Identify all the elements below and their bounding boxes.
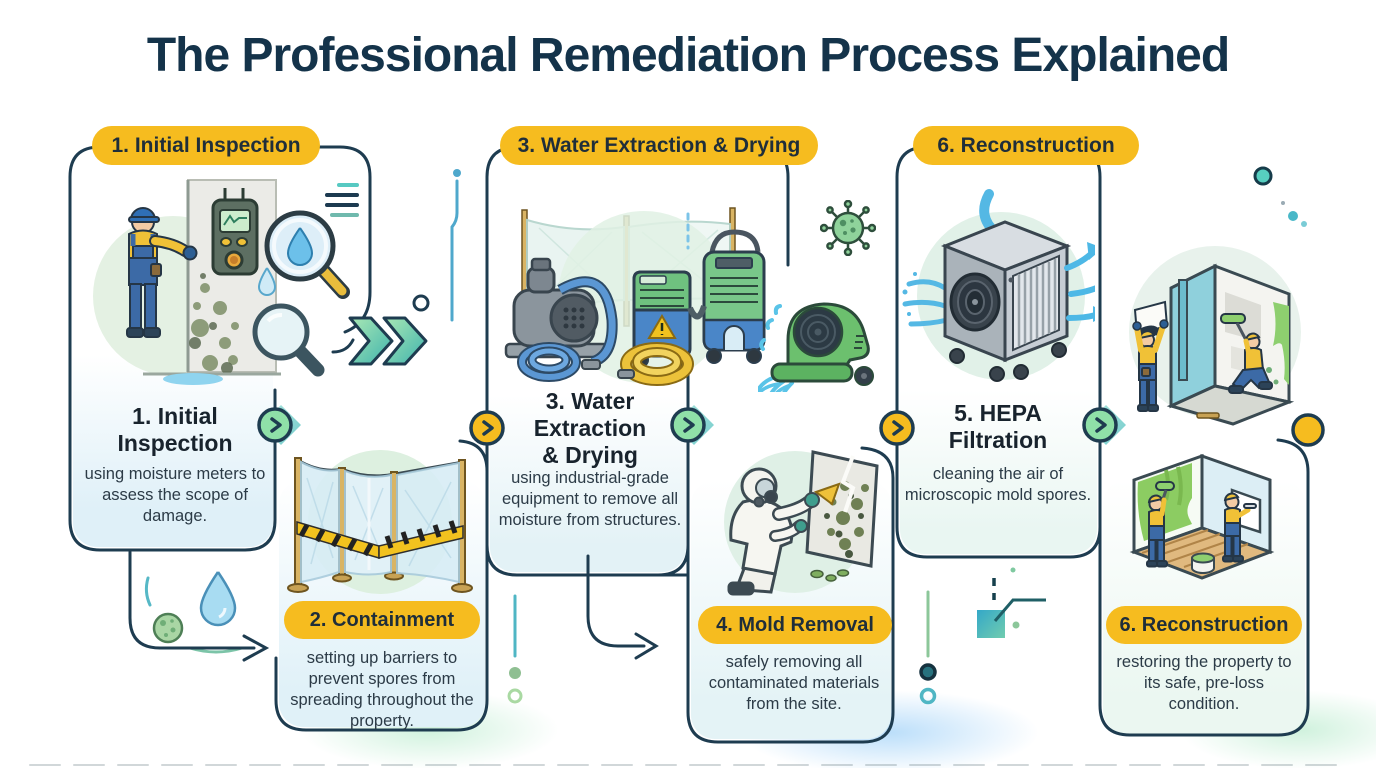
containment-illustration: [287, 450, 473, 594]
step-2-badge-label: 2. Containment: [309, 608, 455, 631]
step-2-description: setting up barriers to prevent spores fr…: [290, 649, 474, 730]
mold-removal-illustration: [724, 450, 879, 596]
step-5-top-badge: 6. Reconstruction: [913, 126, 1139, 165]
reconstruction-illustration: [1129, 453, 1275, 580]
step-5-heading: 5. HEPA Filtration: [903, 400, 1093, 454]
dotted-line-decor: [507, 594, 523, 704]
step-3-heading-line-1: 3. Water: [545, 388, 635, 414]
step-4-badge-label: 4. Mold Removal: [716, 613, 874, 636]
droplet-spore-decor: [144, 571, 244, 654]
step-5-description: cleaning the air of microscopic mold spo…: [904, 465, 1092, 504]
step-1-heading-line-2: Inspection: [117, 430, 233, 456]
step-3-heading: 3. Water Extraction & Drying: [492, 388, 688, 469]
step-4-description: safely removing all contaminated materia…: [708, 653, 880, 713]
step-3-heading-line-2: Extraction: [533, 415, 647, 441]
menu-lines-decor: [325, 183, 359, 217]
circuit-decor: [919, 567, 1046, 705]
drywall-repair-illustration: [1129, 246, 1301, 426]
step-1-heading: 1. Initial Inspection: [75, 403, 275, 457]
teal-line-decor: [450, 169, 461, 322]
moisture-meter-icon: [211, 188, 259, 276]
step-1-badge-label: 1. Initial Inspection: [111, 133, 301, 157]
mold-spore-small-icon: [152, 612, 184, 644]
step-1-description: using moisture meters to assess the scop…: [84, 465, 266, 525]
air-mover-fan-icon: [758, 302, 874, 392]
step-3-heading-line-3: & Drying: [542, 442, 638, 468]
step-3-description: using industrial-grade equipment to remo…: [498, 469, 682, 529]
step-5-heading-line-1: 5. HEPA: [954, 400, 1042, 426]
drip-dashes-decor: [686, 212, 690, 250]
step-6-badge: 6. Reconstruction: [1106, 606, 1302, 644]
step-5-top-badge-label: 6. Reconstruction: [937, 133, 1115, 157]
moisture-inspection-illustration: [93, 179, 350, 385]
step-4-badge: 4. Mold Removal: [698, 606, 892, 644]
step-1-heading-line-1: 1. Initial: [132, 403, 218, 429]
paint-bucket-icon: [1191, 552, 1215, 574]
step-6-badge-label: 6. Reconstruction: [1119, 613, 1289, 636]
step-3-badge: 3. Water Extraction & Drying: [500, 126, 818, 165]
hepa-filtration-illustration: [902, 189, 1095, 382]
step-3-badge-label: 3. Water Extraction & Drying: [517, 133, 801, 157]
water-droplet-icon: [199, 571, 237, 627]
infographic-title: The Professional Remediation Process Exp…: [146, 29, 1230, 82]
flow-arrow-2: [586, 554, 659, 660]
step-1-badge: 1. Initial Inspection: [92, 126, 320, 165]
water-extraction-illustration: [504, 207, 766, 386]
step-6-description: restoring the property to its safe, pre-…: [1116, 653, 1292, 713]
mold-spore-icon: [820, 200, 876, 256]
kneeling-painter-figure: [1220, 313, 1273, 394]
dots-decor: [1253, 166, 1307, 227]
step-2-badge: 2. Containment: [284, 601, 480, 639]
step-5-heading-line-2: Filtration: [948, 427, 1048, 453]
